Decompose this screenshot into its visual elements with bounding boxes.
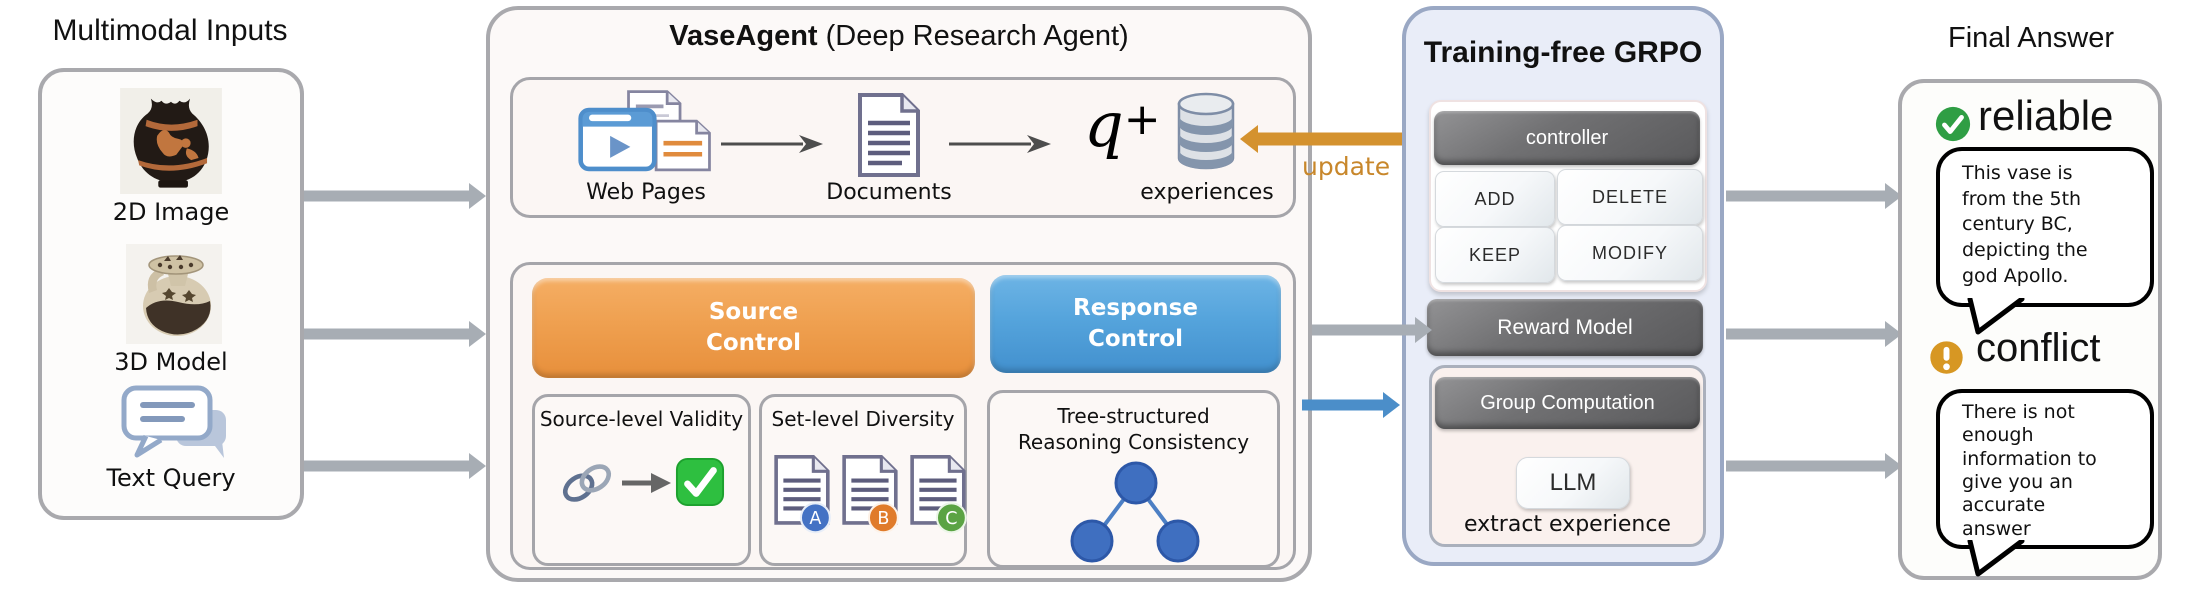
doc-c-icon: C	[910, 454, 967, 534]
database-icon	[1177, 92, 1235, 170]
input-label-3d-model: 3D Model	[114, 348, 228, 376]
q-plus-symbol: q+	[1084, 94, 1161, 156]
check-square-icon	[675, 457, 725, 507]
controller-button: controller	[1434, 111, 1700, 165]
group-computation-block: Group Computation LLM extract experience	[1429, 365, 1706, 547]
tree-consistency-box: Tree-structured Reasoning Consistency	[987, 390, 1280, 568]
grpo-panel: Training-free GRPO controller ADD DELETE…	[1402, 6, 1724, 566]
grpo-title: Training-free GRPO	[1423, 36, 1703, 69]
reliable-label: reliable	[1978, 92, 2114, 139]
controller-block: controller ADD DELETE KEEP MODIFY	[1429, 100, 1707, 292]
tree-diagram-icon	[1070, 461, 1200, 563]
conflict-speech-bubble: There is not enough information to give …	[1936, 389, 2154, 577]
final-answer-title: Final Answer	[1947, 22, 2114, 54]
reward-model-button: Reward Model	[1427, 299, 1703, 356]
documents-label: Documents	[826, 180, 952, 205]
3d-model-thumbnail	[126, 244, 222, 344]
llm-button: LLM	[1516, 457, 1630, 509]
retrieval-pipeline-panel: Web Pages Documents q+	[510, 77, 1296, 218]
badge-c: C	[945, 509, 957, 529]
source-control-line1: Source	[708, 298, 799, 325]
arrow-grpo-to-final-3	[1726, 453, 1902, 479]
source-control-button: Source Control	[532, 278, 975, 378]
arrow-inputs-to-agent-3	[304, 453, 486, 479]
reliable-speech-bubble: This vase is from the 5th century BC, de…	[1936, 147, 2154, 335]
arrow-inputs-to-agent-2	[304, 321, 486, 347]
doc-a-icon: A	[774, 454, 831, 534]
source-control-line2: Control	[705, 330, 802, 356]
arrow-inputs-to-agent-1	[304, 183, 486, 209]
source-level-validity-box: Source-level Validity	[532, 394, 751, 566]
vase-agent-title-bold: VaseAgent	[669, 20, 818, 52]
flow-arrow-icon	[721, 135, 823, 153]
document-icon	[858, 93, 920, 177]
diversity-title: Set-level Diversity	[771, 407, 955, 431]
add-button: ADD	[1435, 171, 1555, 227]
extract-experience-label: extract experience	[1464, 512, 1671, 537]
arrow-grpo-to-final-1	[1726, 183, 1902, 209]
arrow-agent-to-group	[1302, 392, 1400, 418]
arrow-agent-to-reward	[1312, 317, 1432, 343]
response-control-button: Response Control	[990, 275, 1281, 373]
modify-button: MODIFY	[1557, 225, 1703, 281]
reliable-text: This vase is from the 5th century BC, de…	[1962, 162, 2088, 287]
tree-title-line2: Reasoning Consistency	[1017, 430, 1250, 454]
query-symbol: q	[1084, 88, 1124, 161]
controls-panel: Source Control Response Control Source-l…	[510, 262, 1296, 570]
experiences-label: experiences	[1140, 180, 1274, 205]
tree-title-line1: Tree-structured	[1057, 404, 1210, 428]
vase-agent-title-rest: (Deep Research Agent)	[817, 20, 1129, 52]
inputs-title: Multimodal Inputs	[52, 14, 288, 47]
input-label-2d-image: 2D Image	[112, 198, 230, 226]
validity-title: Source-level Validity	[539, 407, 744, 431]
conflict-label: conflict	[1976, 326, 2101, 370]
response-control-line1: Response	[1073, 294, 1198, 321]
badge-a: A	[809, 509, 821, 529]
group-computation-header: Group Computation	[1435, 377, 1700, 429]
arrow-update	[1240, 125, 1402, 153]
set-level-diversity-box: Set-level Diversity A	[759, 394, 967, 566]
input-label-text-query: Text Query	[106, 464, 236, 492]
chat-bubbles-icon	[121, 385, 226, 458]
badge-b: B	[877, 509, 889, 529]
conflict-text: There is not enough information to give …	[1962, 401, 2097, 540]
check-circle-icon	[1935, 106, 1971, 142]
web-pages-icon	[578, 90, 711, 172]
arrow-grpo-to-final-2	[1726, 321, 1902, 347]
plus-symbol: +	[1123, 94, 1161, 145]
tree-title: Tree-structured Reasoning Consistency	[990, 403, 1277, 455]
doc-b-icon: B	[842, 454, 899, 534]
response-control-line2: Control	[1087, 326, 1184, 352]
inputs-panel: 2D Image 3D Model Text Query	[38, 68, 304, 520]
update-label: update	[1302, 152, 1391, 181]
vase-agent-title: VaseAgent (Deep Research Agent)	[490, 20, 1308, 53]
speech-bubble-tail	[1967, 298, 2025, 335]
vase-agent-panel: VaseAgent (Deep Research Agent) Web Page…	[486, 6, 1312, 582]
2d-image-thumbnail	[120, 88, 222, 194]
link-icon	[562, 464, 612, 502]
warning-circle-icon	[1930, 341, 1963, 374]
delete-button: DELETE	[1557, 169, 1703, 225]
keep-button: KEEP	[1435, 227, 1555, 283]
speech-bubble-tail	[1967, 540, 2025, 577]
web-pages-label: Web Pages	[586, 180, 706, 205]
flow-arrow-icon	[622, 473, 671, 493]
final-answer-panel: reliable This vase is from the 5th centu…	[1898, 79, 2162, 580]
flow-arrow-icon	[949, 135, 1051, 153]
